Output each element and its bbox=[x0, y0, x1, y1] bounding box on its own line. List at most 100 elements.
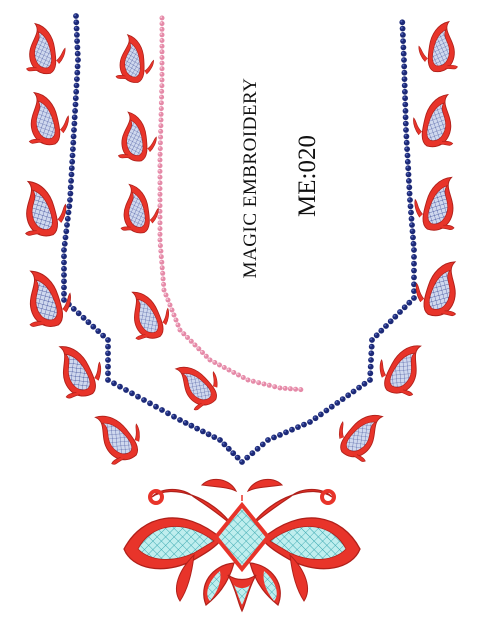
bead-icon bbox=[200, 428, 206, 435]
bead-icon bbox=[80, 314, 87, 321]
bead-icon bbox=[159, 60, 165, 66]
bead-icon bbox=[256, 380, 262, 386]
bead-icon bbox=[399, 19, 406, 26]
bead-icon bbox=[368, 343, 375, 350]
bead-icon bbox=[74, 63, 81, 70]
navy-bead-neckline bbox=[61, 13, 417, 465]
bead-icon bbox=[169, 307, 175, 313]
bead-icon bbox=[411, 260, 417, 267]
paisley-motif-icon bbox=[38, 332, 113, 409]
bead-icon bbox=[159, 38, 165, 43]
bead-icon bbox=[408, 215, 415, 222]
bead-icon bbox=[367, 363, 374, 370]
bead-icon bbox=[64, 215, 71, 222]
bead-icon bbox=[293, 386, 299, 392]
bead-icon bbox=[160, 276, 166, 282]
bead-icon bbox=[157, 163, 163, 169]
bead-icon bbox=[159, 407, 165, 413]
bead-icon bbox=[221, 441, 228, 448]
bead-icon bbox=[157, 180, 163, 186]
bead-icon bbox=[226, 367, 232, 373]
bead-icon bbox=[401, 82, 408, 89]
bead-icon bbox=[67, 197, 73, 203]
bead-icon bbox=[157, 226, 163, 232]
bead-icon bbox=[402, 120, 409, 127]
bead-icon bbox=[401, 63, 408, 70]
bead-icon bbox=[401, 57, 407, 63]
bead-icon bbox=[158, 106, 164, 112]
bead-icon bbox=[159, 265, 165, 271]
bead-icon bbox=[271, 434, 277, 441]
bead-icon bbox=[383, 323, 389, 329]
bead-icon bbox=[61, 284, 67, 291]
paisley-motif-icon bbox=[327, 400, 399, 470]
bead-icon bbox=[400, 50, 407, 57]
bead-icon bbox=[402, 114, 409, 121]
bead-icon bbox=[411, 274, 417, 281]
bead-icon bbox=[323, 407, 330, 414]
bead-icon bbox=[411, 295, 417, 301]
bead-icon bbox=[157, 220, 163, 226]
bead-icon bbox=[160, 270, 166, 276]
bead-icon bbox=[159, 49, 165, 55]
bead-icon bbox=[373, 332, 380, 339]
bead-icon bbox=[72, 108, 78, 114]
bead-icon bbox=[185, 335, 190, 340]
bead-icon bbox=[159, 43, 165, 49]
bead-icon bbox=[328, 403, 335, 410]
bead-icon bbox=[100, 332, 106, 339]
bead-icon bbox=[244, 454, 251, 461]
bead-icon bbox=[399, 25, 406, 32]
bead-icon bbox=[69, 158, 76, 165]
bead-icon bbox=[61, 290, 67, 297]
bead-icon bbox=[159, 66, 165, 72]
paisley-motif-icon bbox=[6, 259, 82, 338]
bead-icon bbox=[403, 139, 410, 146]
bead-icon bbox=[90, 323, 97, 330]
bead-icon bbox=[205, 431, 212, 438]
bead-icon bbox=[157, 157, 163, 163]
bead-icon bbox=[402, 88, 408, 95]
bead-icon bbox=[406, 190, 413, 197]
paisley-motif-icon bbox=[368, 332, 441, 406]
paisley-motif-icon bbox=[107, 177, 165, 240]
bead-icon bbox=[74, 69, 81, 76]
bead-icon bbox=[356, 384, 362, 391]
bead-icon bbox=[73, 13, 79, 19]
bead-icon bbox=[157, 151, 163, 157]
bead-icon bbox=[159, 26, 165, 32]
bead-icon bbox=[181, 331, 187, 337]
bead-icon bbox=[159, 88, 165, 94]
bead-icon bbox=[221, 365, 227, 370]
bead-icon bbox=[397, 309, 403, 315]
bead-icon bbox=[72, 95, 79, 102]
bead-icon bbox=[68, 178, 74, 184]
bead-icon bbox=[70, 139, 77, 146]
bead-icon bbox=[157, 140, 163, 146]
bead-icon bbox=[272, 384, 278, 390]
bead-icon bbox=[249, 450, 256, 457]
bead-icon bbox=[61, 247, 67, 253]
bead-icon bbox=[245, 377, 251, 383]
bead-icon bbox=[157, 168, 163, 174]
bead-icon bbox=[188, 422, 195, 429]
bead-icon bbox=[230, 450, 237, 457]
bead-icon bbox=[407, 203, 414, 210]
bead-icon bbox=[71, 120, 78, 127]
bead-icon bbox=[368, 350, 375, 357]
bead-icon bbox=[403, 133, 410, 140]
bead-icon bbox=[163, 292, 169, 298]
bead-icon bbox=[301, 421, 307, 428]
bead-icon bbox=[105, 363, 111, 370]
bead-icon bbox=[312, 415, 319, 422]
bead-icon bbox=[153, 403, 159, 410]
bead-icon bbox=[159, 259, 165, 265]
bead-icon bbox=[135, 393, 141, 400]
bead-icon bbox=[402, 108, 409, 114]
bead-icon bbox=[158, 248, 164, 254]
bead-icon bbox=[159, 55, 165, 60]
bead-icon bbox=[211, 434, 218, 440]
bead-icon bbox=[236, 372, 241, 378]
bead-icon bbox=[68, 165, 75, 172]
